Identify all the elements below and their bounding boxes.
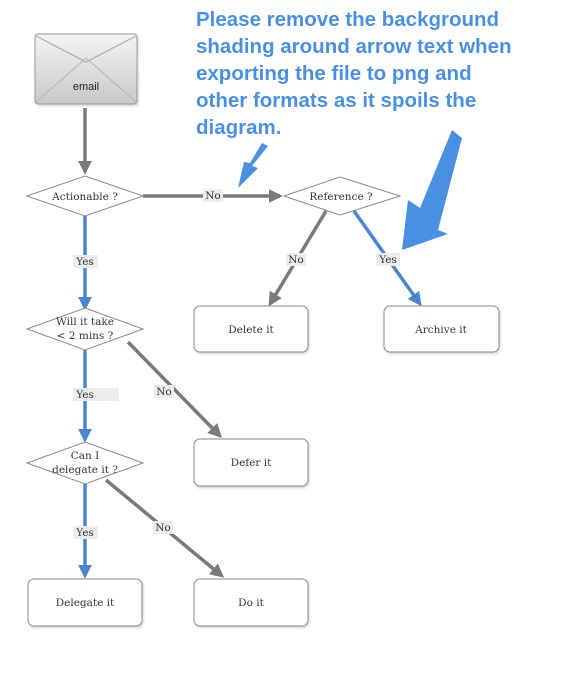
action-defer-it: Defer it <box>193 438 309 487</box>
edge-label-two-mins-no: No <box>154 385 174 398</box>
edge-label-text: No <box>288 254 304 266</box>
decision-reference: Reference ? <box>282 176 402 216</box>
decision-label: delegate it ? <box>52 464 118 476</box>
annotation-pointer-small <box>238 143 268 188</box>
action-label: Archive it <box>414 324 467 336</box>
action-delegate-it: Delegate it <box>27 578 143 627</box>
decision-actionable: Actionable ? <box>25 175 145 217</box>
decision-label: Will it take <box>56 316 114 328</box>
email-label: email <box>73 81 99 93</box>
decision-label: Can I <box>71 450 100 462</box>
action-delete-it: Delete it <box>193 305 309 353</box>
annotation-line: Please remove the background <box>196 8 499 31</box>
action-do-it: Do it <box>193 578 309 627</box>
action-label: Do it <box>238 597 264 609</box>
decision-label: Actionable ? <box>51 191 118 203</box>
annotation-line: shading around arrow text when <box>196 35 512 58</box>
edge-label-reference-yes: Yes <box>376 253 400 266</box>
annotation-pointer-large <box>402 130 462 250</box>
edge-label-reference-no: No <box>286 253 306 266</box>
decision-label: Reference ? <box>309 191 373 203</box>
action-archive-it: Archive it <box>383 305 500 353</box>
annotation-line: other formats as it spoils the <box>196 89 476 112</box>
edge-label-actionable-no: No <box>203 189 223 202</box>
edge-label-two-mins-yes: Yes <box>73 388 119 401</box>
annotation-line: diagram. <box>196 116 281 139</box>
action-label: Delegate it <box>56 597 115 609</box>
decision-will-it-take: Will it take < 2 mins ? <box>25 307 145 351</box>
edge-label-text: Yes <box>75 527 94 539</box>
edge-label-delegate-yes: Yes <box>73 526 98 539</box>
annotation-note: Please remove the background shading aro… <box>196 8 512 139</box>
edge-label-text: No <box>155 522 171 534</box>
decision-label: < 2 mins ? <box>57 330 114 342</box>
edge-label-text: Yes <box>378 254 397 266</box>
envelope-icon <box>35 35 137 103</box>
annotation-line: exporting the file to png and <box>196 62 472 85</box>
edge-label-actionable-yes: Yes <box>73 255 98 268</box>
edge-label-text: No <box>205 190 221 202</box>
action-label: Defer it <box>231 457 272 469</box>
decision-can-i-delegate: Can I delegate it ? <box>25 441 145 485</box>
edge-label-delegate-no: No <box>153 521 173 534</box>
edge-label-text: Yes <box>75 389 94 401</box>
edge-label-text: Yes <box>75 256 94 268</box>
edge-label-text: No <box>156 386 172 398</box>
action-label: Delete it <box>228 324 274 336</box>
email-node: email <box>34 33 138 105</box>
